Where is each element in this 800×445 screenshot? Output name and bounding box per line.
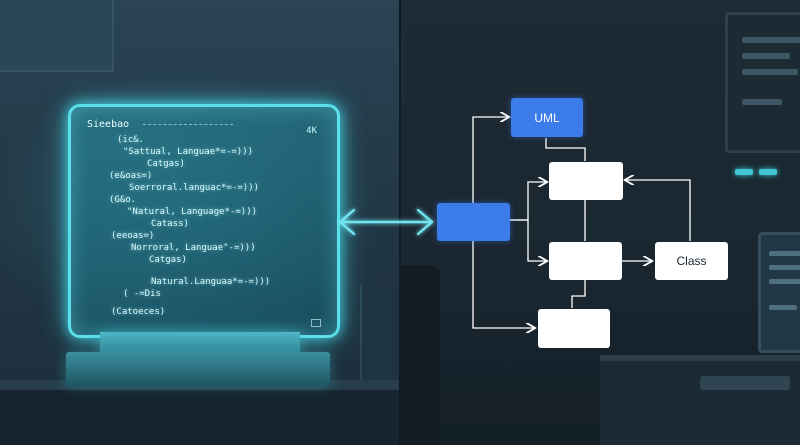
hologram-stand-base [66, 352, 330, 386]
code-line: Catgas) [147, 159, 185, 169]
code-line: Catgas) [149, 255, 187, 265]
code-line: Soerroral.languac*=-=))) [129, 183, 260, 193]
panel-title-dots [143, 124, 233, 127]
keyboard [700, 376, 790, 390]
code-line: ( -=Dis [123, 289, 161, 299]
uml-title-box: UML [511, 98, 583, 137]
holographic-code-panel: Sieebao 4K (ic&. "Sattual, Languae*=-=))… [68, 104, 340, 338]
code-line: (eeoas=) [111, 231, 155, 241]
code-line: (Catoeces) [111, 307, 166, 317]
desk-front [0, 390, 400, 445]
background-cabinet [360, 285, 402, 385]
background-monitor [725, 12, 800, 153]
side-monitor [758, 232, 800, 353]
uml-class-label: Class [676, 254, 707, 268]
uml-title-label: UML [534, 110, 560, 125]
uml-node-source [437, 203, 510, 241]
monitor-indicator-lights [735, 160, 783, 179]
panel-badge: 4K [306, 126, 317, 136]
background-window [0, 0, 114, 72]
code-line: "Natural, Language*-=))) [127, 207, 258, 217]
code-line: (e&oas=) [109, 171, 153, 181]
code-line: Natural.Languaa*=-=))) [151, 277, 271, 287]
office-desk [600, 355, 800, 445]
panel-corner-mark [311, 319, 321, 327]
uml-node-bottom [538, 309, 610, 348]
code-line: (G&o. [109, 195, 137, 205]
office-chair-silhouette [400, 265, 440, 445]
code-line: (ic&. [117, 135, 145, 145]
uml-node-top [549, 162, 623, 200]
panel-title: Sieebao [87, 119, 130, 130]
hologram-stand-neck [100, 332, 300, 354]
code-line: "Sattual, Languae*=-=))) [123, 147, 254, 157]
uml-node-middle [549, 242, 622, 280]
code-line: Norroral, Languae"-=))) [131, 243, 256, 253]
code-line: Catass) [151, 219, 189, 229]
uml-class-box: Class [655, 242, 728, 280]
